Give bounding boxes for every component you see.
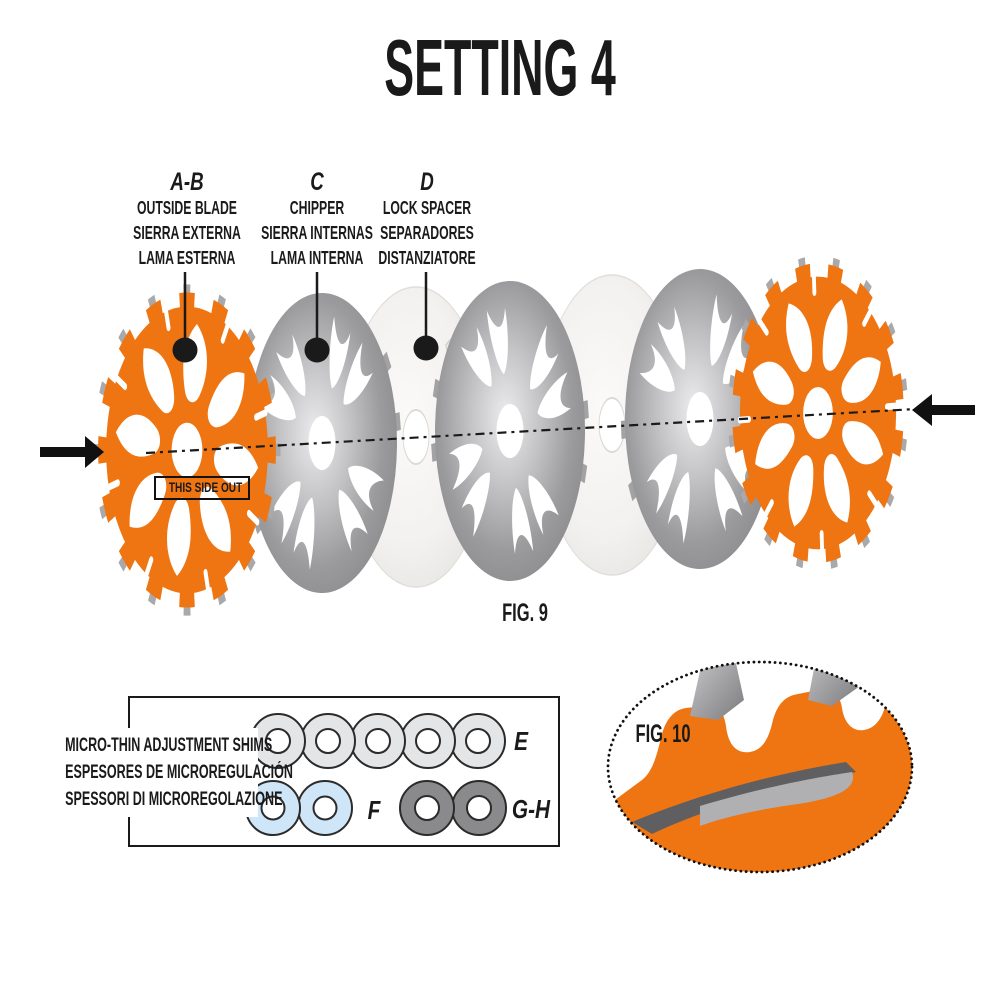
callout-name-en: OUTSIDE BLADE — [137, 198, 237, 218]
shim-row-e — [250, 713, 506, 769]
arrow-left-icon — [912, 394, 975, 426]
callout-lock-spacer: D LOCK SPACER SEPARADORES DISTANZIATORE — [327, 168, 527, 271]
callout-letter-ab: A-B — [170, 168, 204, 196]
page-title: SETTING 4 — [0, 28, 1000, 108]
callout-dot-ab — [172, 337, 198, 363]
callout-outside-blade: A-B OUTSIDE BLADE SIERRA EXTERNA LAMA ES… — [87, 168, 287, 271]
shim-row-gh — [399, 780, 507, 836]
figure-9-caption: FIG. 9 — [502, 599, 548, 627]
outside-blade-right — [715, 233, 921, 593]
carbide-tooth-1 — [690, 662, 744, 720]
shim-panel-heading: MICRO-THIN ADJUSTMENT SHIMS ESPESORES DE… — [24, 728, 293, 817]
shim-heading-en: MICRO-THIN ADJUSTMENT SHIMS — [65, 735, 273, 756]
callout-name-it: LAMA INTERNA — [270, 248, 364, 268]
shim-heading-es: ESPESORES DE MICROREGULACIÓN — [65, 762, 293, 783]
arbor-axis-line — [145, 407, 917, 455]
shim-row-f — [245, 780, 353, 836]
callout-name-it: DISTANZIATORE — [378, 248, 476, 268]
blade-body-closeup — [608, 672, 912, 872]
figure-10-caption: FIG. 10 — [635, 720, 691, 748]
page-title-text: SETTING 4 — [384, 23, 616, 112]
callout-name-es: SEPARADORES — [380, 223, 474, 243]
callout-name-en: LOCK SPACER — [382, 198, 472, 218]
shim-label-gh: G-H — [511, 794, 551, 824]
callout-letter-d: D — [420, 168, 434, 196]
callout-name-en: CHIPPER — [289, 198, 345, 218]
callout-dot-d — [413, 335, 439, 361]
callout-dot-c — [304, 337, 330, 363]
callout-name-es: SIERRA EXTERNA — [133, 223, 241, 243]
arrow-right-icon — [40, 436, 104, 468]
callout-letter-c: C — [310, 168, 324, 196]
gullet-shading — [700, 772, 854, 826]
this-side-out-label: THIS SIDE OUT — [154, 476, 250, 500]
blade-stack — [97, 233, 921, 618]
shim-label-f: F — [367, 795, 381, 825]
callout-name-it: LAMA ESTERNA — [138, 248, 236, 268]
callout-markers — [172, 272, 439, 363]
shim-label-e: E — [514, 726, 528, 756]
callout-name-es: SIERRA INTERNAS — [261, 223, 373, 243]
shim-heading-it: SPESSORI DI MICROREGOLAZIONE — [65, 789, 283, 810]
figure-10-inset — [606, 660, 914, 874]
callout-chipper: C CHIPPER SIERRA INTERNAS LAMA INTERNA — [217, 168, 417, 271]
figure-10-dotted-border — [606, 660, 914, 874]
